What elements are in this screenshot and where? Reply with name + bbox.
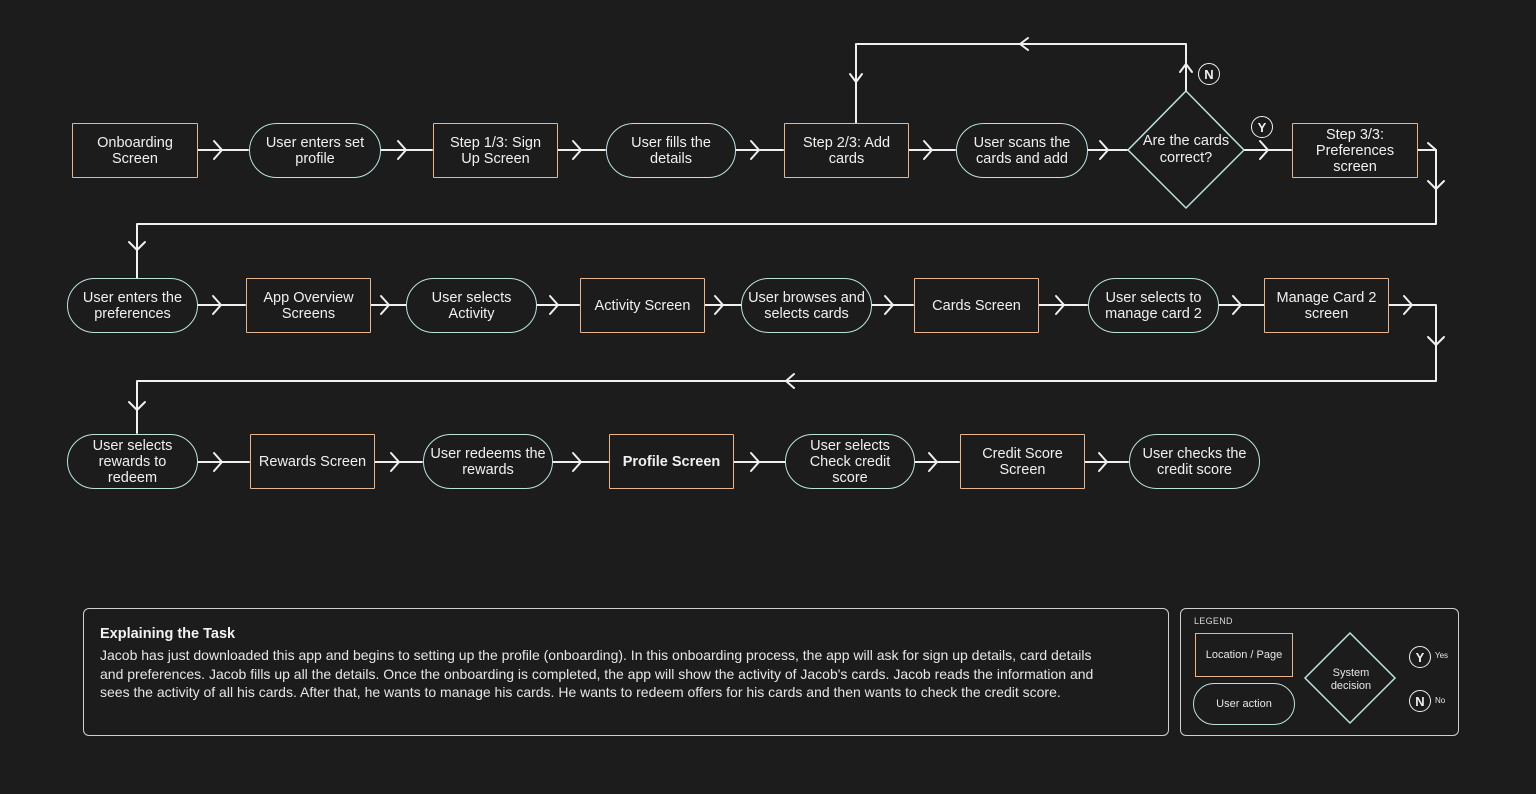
user-checks-credit-node: User checks the credit score — [1129, 434, 1260, 489]
row2-to-row3-arrow — [128, 295, 1445, 434]
manage-card-screen-node: Manage Card 2 screen — [1264, 278, 1389, 333]
user-check-credit-node: User selects Check credit score — [785, 434, 915, 489]
legend-decision-diamond — [1303, 631, 1397, 725]
decision-diamond — [1126, 89, 1246, 210]
profile-screen-node: Profile Screen — [609, 434, 734, 489]
app-overview-node: App Overview Screens — [246, 278, 371, 333]
no-marker: N — [1198, 63, 1220, 85]
legend-user-action: User action — [1193, 683, 1295, 725]
signup-screen-node: Step 1/3: Sign Up Screen — [433, 123, 558, 178]
user-selects-activity-node: User selects Activity — [406, 278, 537, 333]
decision-label: Are the cards correct? — [1142, 133, 1230, 166]
legend-panel: LEGEND Location / Page User action Syste… — [1180, 608, 1459, 736]
onboarding-screen-node: Onboarding Screen — [72, 123, 198, 178]
user-selects-rewards-node: User selects rewards to redeem — [67, 434, 198, 489]
task-body: Jacob has just downloaded this app and b… — [100, 647, 1094, 700]
legend-no-label: No — [1435, 696, 1446, 705]
legend-yes-label: Yes — [1435, 651, 1449, 660]
legend-title: LEGEND — [1194, 616, 1233, 626]
user-enters-preferences-node: User enters the preferences — [67, 278, 198, 333]
row2-arrows — [197, 295, 1265, 315]
cards-screen-node: Cards Screen — [914, 278, 1039, 333]
user-fills-details-node: User fills the details — [606, 123, 736, 178]
yes-marker: Y — [1251, 116, 1273, 138]
task-panel: Explaining the Task Jacob has just downl… — [83, 608, 1169, 736]
add-cards-screen-node: Step 2/3: Add cards — [784, 123, 909, 178]
row3-arrows — [197, 452, 1129, 472]
credit-score-screen-node: Credit Score Screen — [960, 434, 1085, 489]
legend-no-icon: N — [1409, 690, 1431, 712]
user-enters-profile-node: User enters set profile — [249, 123, 381, 178]
user-redeems-node: User redeems the rewards — [423, 434, 553, 489]
legend-yes-icon: Y — [1409, 646, 1431, 668]
rewards-screen-node: Rewards Screen — [250, 434, 375, 489]
user-scans-cards-node: User scans the cards and add — [956, 123, 1088, 178]
task-title: Explaining the Task — [100, 626, 236, 642]
legend-system-decision: System decision — [1330, 667, 1372, 692]
preferences-screen-node: Step 3/3: Preferences screen — [1292, 123, 1418, 178]
user-manage-card-node: User selects to manage card 2 — [1088, 278, 1219, 333]
legend-location-page: Location / Page — [1195, 633, 1293, 677]
user-browses-cards-node: User browses and selects cards — [741, 278, 872, 333]
row1-arrows — [197, 37, 1292, 160]
row1-to-row2-arrow — [128, 142, 1445, 279]
activity-screen-node: Activity Screen — [580, 278, 705, 333]
